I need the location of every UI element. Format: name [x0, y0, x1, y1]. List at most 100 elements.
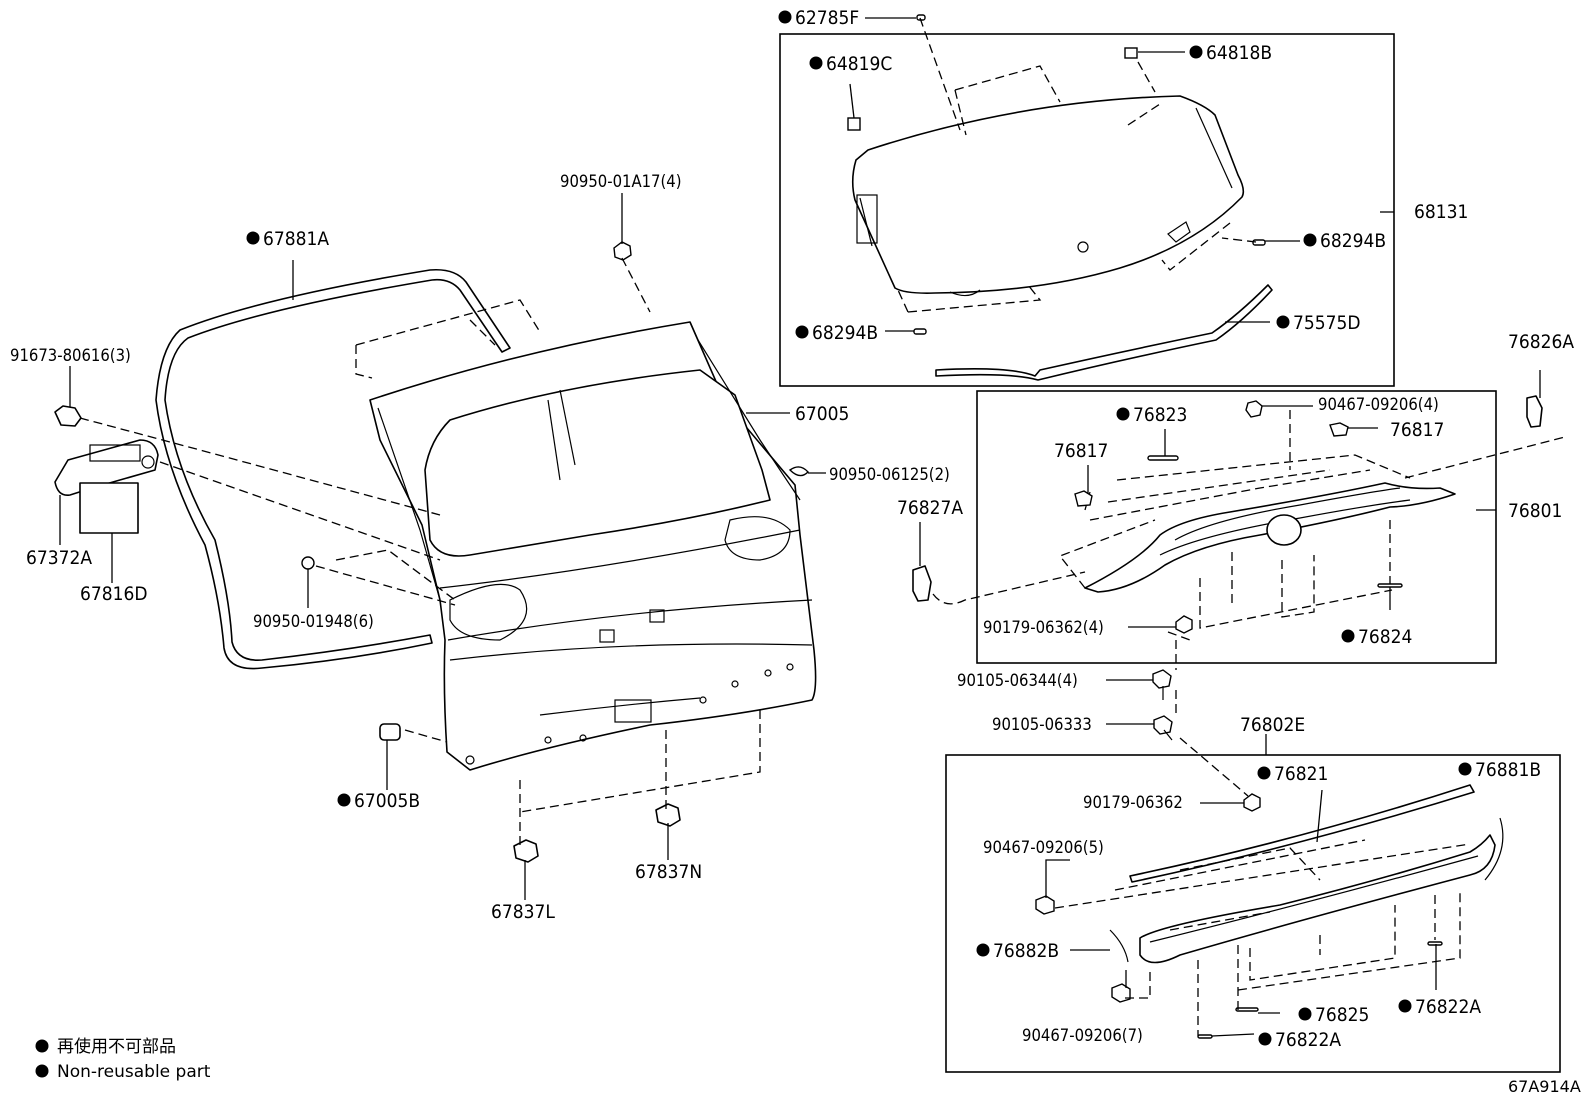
nut-90179-06362-4 [1175, 615, 1193, 634]
screw-90467-09206-7 [1111, 983, 1131, 1003]
label-68294B-right: 68294B [1320, 230, 1386, 252]
label-90105-06344-4: 90105-06344(4) [957, 671, 1078, 690]
non-reusable-marker [1189, 45, 1203, 59]
screw-90467-09206-4 [1245, 400, 1263, 418]
label-76822A-bottom: 76822A [1275, 1029, 1341, 1051]
non-reusable-marker [1341, 629, 1355, 643]
label-75575D: 75575D [1293, 312, 1361, 334]
label-76881B: 76881B [1475, 759, 1541, 781]
non-reusable-marker [1276, 315, 1290, 329]
label-76824: 76824 [1358, 626, 1412, 648]
cover-76881B [1484, 817, 1504, 881]
cover-76882B [1109, 929, 1129, 963]
clip-67837L [513, 839, 539, 863]
screw-90467-09206-5 [1035, 895, 1055, 915]
clip-64819C [847, 117, 861, 131]
non-reusable-marker [1398, 999, 1412, 1013]
clip-91673-80616-3 [54, 405, 82, 427]
label-90467-09206-7: 90467-09206(7) [1022, 1026, 1143, 1045]
garnish-76802E [1139, 834, 1496, 964]
label-76817-right: 76817 [1390, 419, 1444, 441]
label-76827A: 76827A [897, 497, 963, 519]
label-67837L: 67837L [491, 901, 555, 923]
nut-90179-06362 [1243, 793, 1261, 812]
garnish-76801 [1084, 482, 1456, 593]
clip-76822A-b [1197, 1034, 1213, 1039]
label-90950-06125-2: 90950-06125(2) [829, 465, 950, 484]
clip-67837N [655, 803, 681, 827]
group-box-76802E [945, 754, 1561, 1073]
label-76817-left: 76817 [1054, 440, 1108, 462]
clip-76823 [1147, 455, 1179, 461]
strip-75575D [935, 284, 1273, 381]
clip-64818B [1124, 47, 1138, 59]
label-64818B: 64818B [1206, 42, 1272, 64]
label-67372A: 67372A [26, 547, 92, 569]
label-90467-09206-5: 90467-09206(5) [983, 838, 1104, 857]
label-76825: 76825 [1315, 1004, 1369, 1026]
non-reusable-marker [1458, 762, 1472, 776]
label-76823: 76823 [1133, 404, 1187, 426]
nut-90950-01948-6 [301, 556, 315, 570]
non-reusable-marker [809, 56, 823, 70]
clip-76817-l [1074, 490, 1093, 507]
diagram-id: 67A914A [1508, 1077, 1581, 1096]
non-reusable-marker [246, 231, 260, 245]
non-reusable-marker [778, 10, 792, 24]
group-box-68131 [779, 33, 1395, 387]
back-door-glass [851, 95, 1245, 297]
clip-76817-r [1329, 422, 1349, 437]
label-90467-09206-4: 90467-09206(4) [1318, 395, 1439, 414]
bracket-76826A [1526, 395, 1543, 428]
clip-76822A-r [1427, 941, 1443, 946]
label-90950-01948-6: 90950-01948(6) [253, 612, 374, 631]
label-76802E: 76802E [1240, 714, 1305, 736]
label-91673-80616-3: 91673-80616(3) [10, 346, 131, 365]
label-90179-06362-4: 90179-06362(4) [983, 618, 1104, 637]
legend-jp: 再使用不可部品 [57, 1036, 176, 1057]
label-76821: 76821 [1274, 763, 1328, 785]
non-reusable-marker [1257, 766, 1271, 780]
non-reusable-marker [1116, 407, 1130, 421]
legend-marker [35, 1064, 49, 1078]
label-90950-01A17-4: 90950-01A17(4) [560, 172, 682, 191]
label-64819C: 64819C [826, 53, 892, 75]
label-76882B: 76882B [993, 940, 1059, 962]
non-reusable-marker [1258, 1032, 1272, 1046]
bolt-90105-06333 [1153, 715, 1173, 741]
label-67816D: 67816D [80, 583, 148, 605]
clip-68294B-r [1252, 239, 1266, 246]
label-67005B: 67005B [354, 790, 420, 812]
clip-76824 [1377, 583, 1403, 588]
non-reusable-marker [976, 943, 990, 957]
non-reusable-marker [337, 793, 351, 807]
stopper-67005B [379, 723, 401, 741]
non-reusable-marker [1303, 233, 1317, 247]
legend-marker [35, 1039, 49, 1053]
non-reusable-marker [1298, 1007, 1312, 1021]
label-90179-06362: 90179-06362 [1083, 793, 1183, 812]
label-90105-06333: 90105-06333 [992, 715, 1092, 734]
weatherstrip-67881A [155, 268, 511, 670]
label-67005: 67005 [795, 403, 849, 425]
clip-90950-06125-2 [788, 466, 809, 477]
hinge-67372A [54, 439, 159, 497]
clip-76825 [1235, 1007, 1259, 1012]
group-box-76801 [976, 390, 1497, 664]
nut-90950-01A17-4 [613, 241, 632, 261]
label-62785F: 62785F [795, 7, 859, 29]
bolt-90105-06344-4 [1152, 669, 1172, 700]
label-67837N: 67837N [635, 861, 702, 883]
label-67881A: 67881A [263, 228, 329, 250]
pad-67816D [79, 482, 139, 534]
label-68131: 68131 [1414, 201, 1468, 223]
label-76822A-right: 76822A [1415, 996, 1481, 1018]
label-76826A: 76826A [1508, 331, 1574, 353]
label-68294B-left: 68294B [812, 322, 878, 344]
back-door-panel [369, 321, 817, 771]
label-76801: 76801 [1508, 500, 1562, 522]
bracket-76827A [912, 565, 932, 602]
legend-en: Non-reusable part [57, 1062, 211, 1082]
non-reusable-marker [795, 325, 809, 339]
